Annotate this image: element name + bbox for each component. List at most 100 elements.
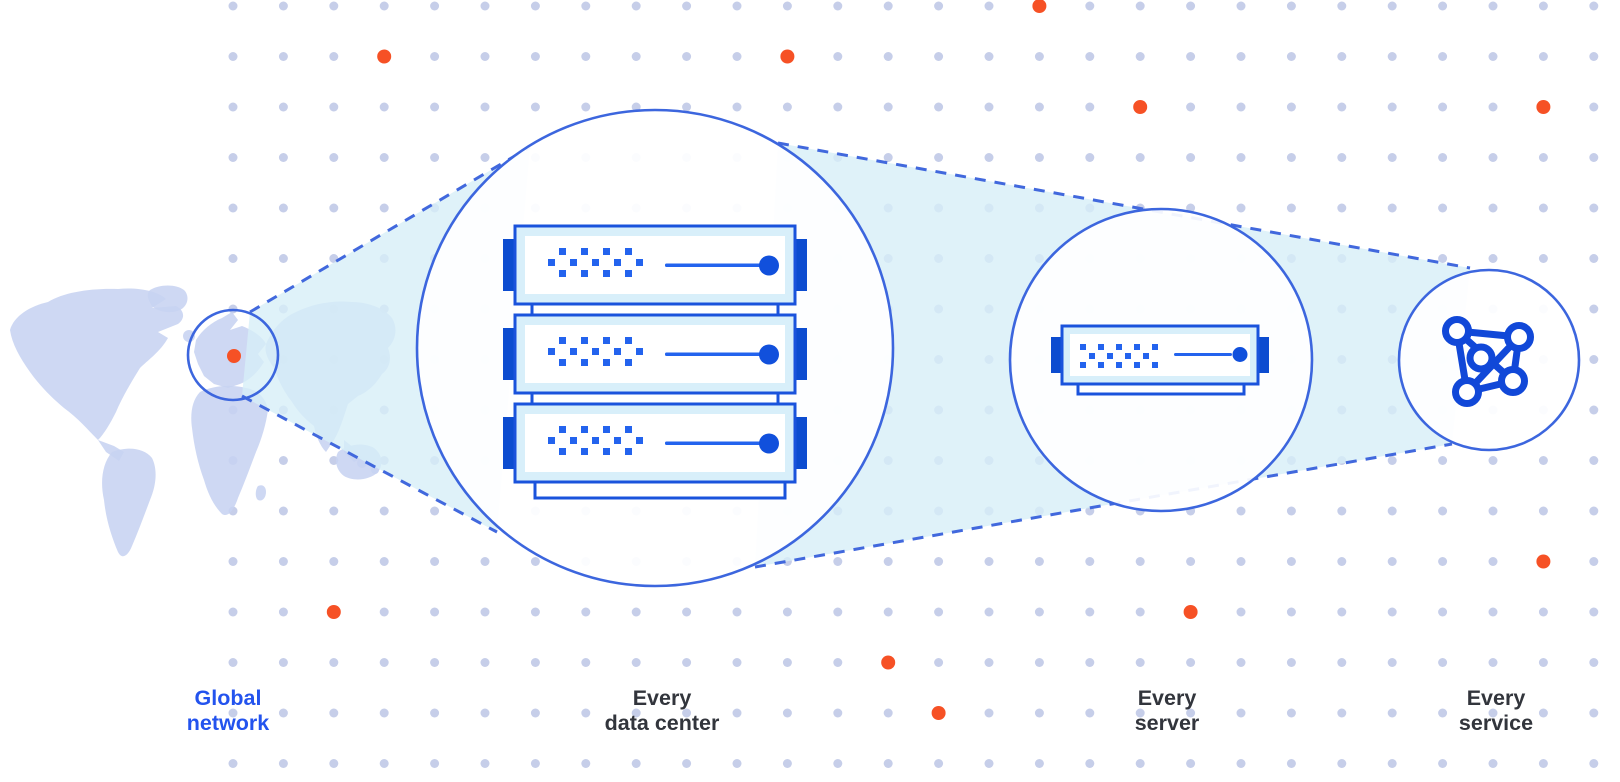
grid-dot [430, 759, 440, 768]
grid-dot [934, 1, 944, 11]
accent-dot [1536, 100, 1551, 114]
grid-dot [1387, 506, 1397, 516]
grid-dot [228, 254, 238, 263]
grid-dot [682, 658, 692, 667]
grid-dot [631, 52, 641, 61]
grid-dot [1135, 1, 1145, 11]
grid-dot [1034, 658, 1044, 667]
grid-dot [278, 153, 288, 162]
grid-dot [228, 52, 238, 61]
label-every-data-center: Every data center [512, 686, 812, 736]
grid-dot [1186, 759, 1196, 768]
grid-dot [883, 708, 893, 718]
grid-dot [329, 506, 339, 516]
server-rack [501, 224, 809, 500]
grid-dot [480, 102, 490, 112]
grid-dot [1538, 759, 1548, 768]
grid-dot [581, 708, 591, 718]
grid-dot [1438, 557, 1448, 566]
grid-dot [984, 658, 994, 667]
grid-dot [329, 52, 339, 61]
grid-dot [1337, 52, 1347, 61]
grid-dot [984, 1, 994, 11]
graph-node [1498, 366, 1528, 396]
grid-dot [883, 52, 893, 61]
grid-dot [984, 607, 994, 617]
grid-dot [682, 607, 692, 617]
grid-dot [883, 759, 893, 768]
grid-dot [934, 557, 944, 566]
grid-dot [1589, 557, 1599, 566]
grid-dot [530, 708, 540, 718]
grid-dot [1589, 658, 1599, 667]
network-graph-icon [1442, 316, 1534, 407]
grid-dot [1438, 102, 1448, 112]
grid-dot [1589, 405, 1599, 415]
grid-dot [631, 607, 641, 617]
grid-dot [934, 759, 944, 768]
graph-node [1452, 377, 1482, 407]
grid-dot [1538, 52, 1548, 61]
grid-dot [329, 759, 339, 768]
grid-dot [1186, 708, 1196, 718]
grid-dot [934, 607, 944, 617]
grid-dot [430, 102, 440, 112]
grid-dot [1034, 102, 1044, 112]
location-dot [227, 349, 241, 363]
grid-dot [1538, 658, 1548, 667]
grid-dot [1085, 607, 1095, 617]
grid-dot [228, 557, 238, 566]
grid-dot [732, 759, 742, 768]
grid-dot [1438, 506, 1448, 516]
grid-dot [480, 759, 490, 768]
grid-dot [1186, 1, 1196, 11]
grid-dot [228, 658, 238, 667]
grid-dot [1488, 254, 1498, 263]
grid-dot [1538, 203, 1548, 213]
grid-dot [480, 708, 490, 718]
grid-dot [530, 102, 540, 112]
grid-dot [1438, 759, 1448, 768]
grid-dot [278, 203, 288, 213]
grid-dot [1286, 203, 1296, 213]
grid-dot [1286, 506, 1296, 516]
grid-dot [1085, 557, 1095, 566]
grid-dot [1538, 254, 1548, 263]
grid-dot [1085, 708, 1095, 718]
grid-dot [833, 52, 843, 61]
island-greenland [147, 285, 188, 313]
grid-dot [1387, 102, 1397, 112]
grid-dot [530, 1, 540, 11]
grid-dot [1085, 102, 1095, 112]
grid-dot [530, 759, 540, 768]
grid-dot [782, 708, 792, 718]
server-circle [1008, 207, 1314, 513]
grid-dot [682, 708, 692, 718]
map-highlight-circle [186, 308, 280, 402]
continent-south-america [102, 448, 156, 557]
grid-dot [1034, 557, 1044, 566]
grid-dot [1135, 153, 1145, 162]
service-circle [1397, 268, 1581, 452]
grid-dot [228, 759, 238, 768]
grid-dot [1438, 203, 1448, 213]
grid-dot [430, 52, 440, 61]
grid-dot [1589, 254, 1599, 263]
accent-dot [780, 49, 795, 64]
grid-dot [1387, 708, 1397, 718]
grid-dot [934, 52, 944, 61]
grid-dot [1438, 153, 1448, 162]
grid-dot [329, 203, 339, 213]
grid-dot [1337, 1, 1347, 11]
grid-dot [1438, 658, 1448, 667]
grid-dot [430, 607, 440, 617]
label-line: network [186, 711, 270, 735]
grid-dot [984, 153, 994, 162]
grid-dot [1236, 153, 1246, 162]
grid-dot [1236, 557, 1246, 566]
grid-dot [329, 102, 339, 112]
grid-dot [1589, 52, 1599, 61]
grid-dot [782, 102, 792, 112]
